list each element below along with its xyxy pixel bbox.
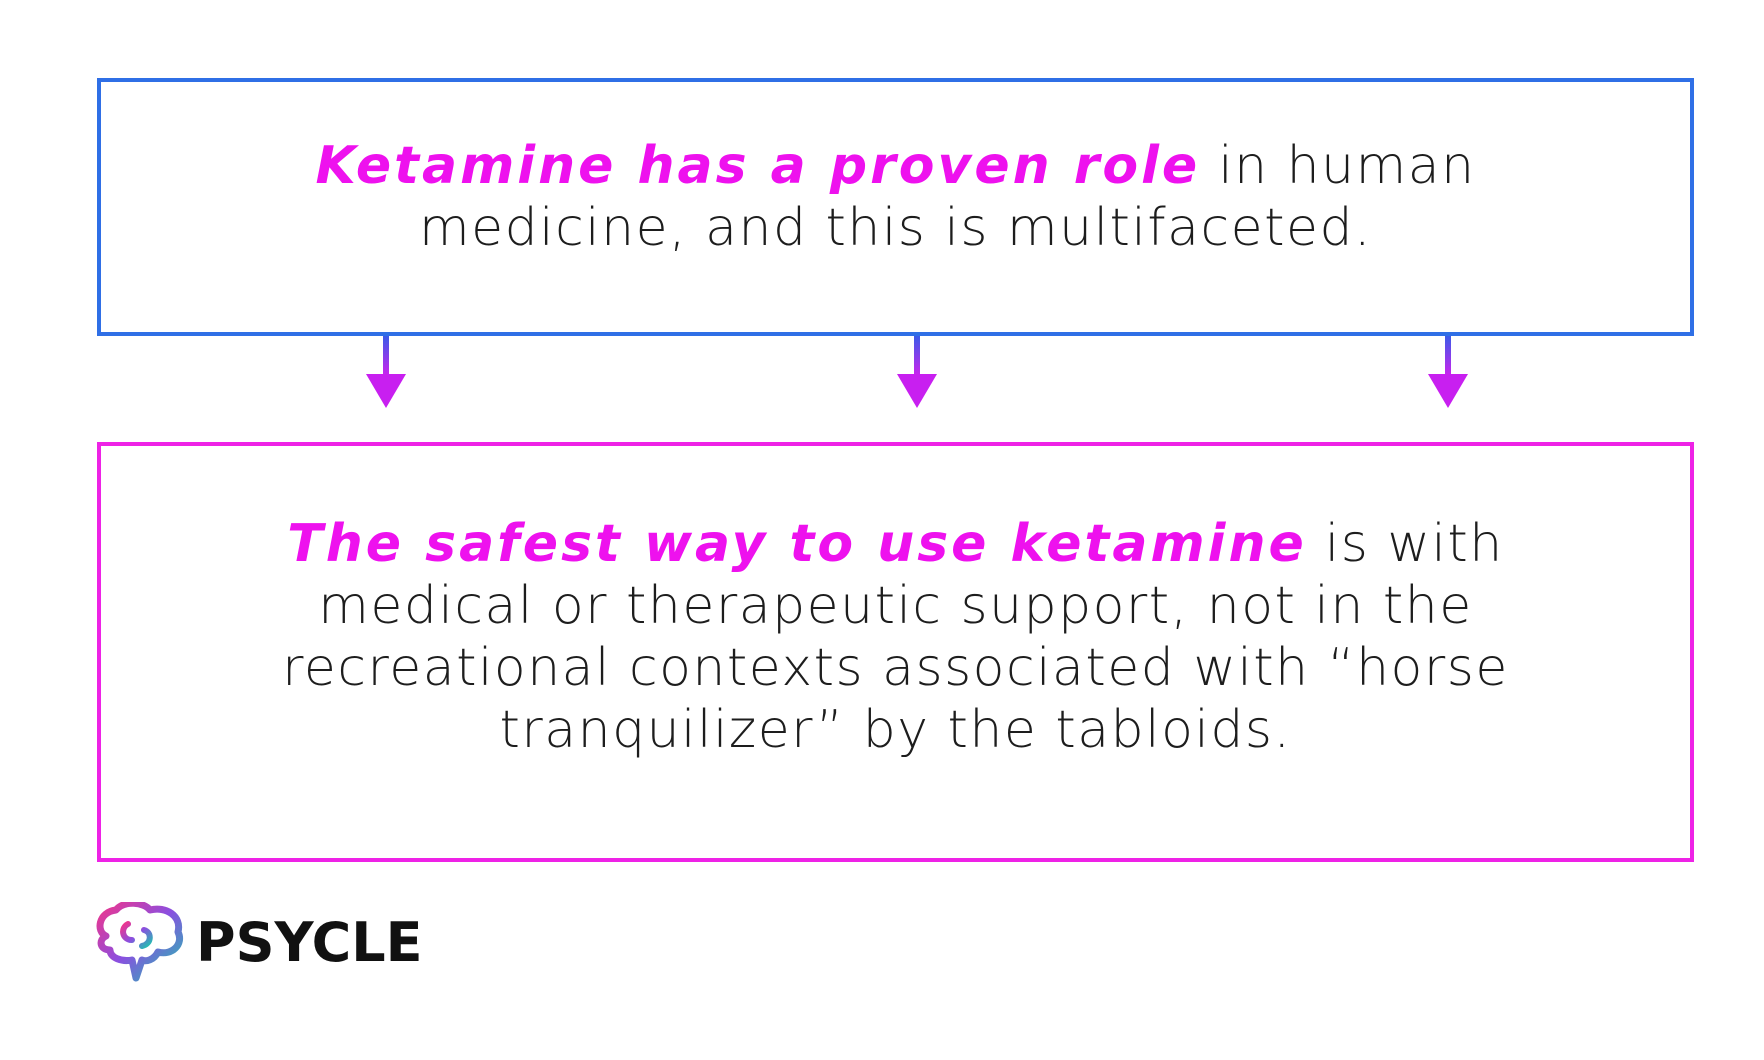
arrow-center xyxy=(897,336,937,408)
brain-icon xyxy=(96,902,183,982)
top-statement-rest: in human medicine, and this is multiface… xyxy=(418,136,1476,258)
logo-wordmark: PSYCLE xyxy=(196,910,423,974)
top-statement-highlight: Ketamine has a proven role xyxy=(315,136,1201,196)
arrow-left xyxy=(366,336,406,408)
bottom-statement-box: The safest way to use ketamine is with m… xyxy=(97,442,1694,862)
psycle-logo: PSYCLE xyxy=(92,902,423,982)
top-statement-text: Ketamine has a proven role in human medi… xyxy=(261,135,1531,259)
top-statement-box: Ketamine has a proven role in human medi… xyxy=(97,78,1694,336)
bottom-statement-rest: is with medical or therapeutic support, … xyxy=(282,514,1509,760)
bottom-statement-text: The safest way to use ketamine is with m… xyxy=(231,513,1561,761)
arrow-right xyxy=(1428,336,1468,408)
bottom-statement-highlight: The safest way to use ketamine xyxy=(287,514,1307,574)
